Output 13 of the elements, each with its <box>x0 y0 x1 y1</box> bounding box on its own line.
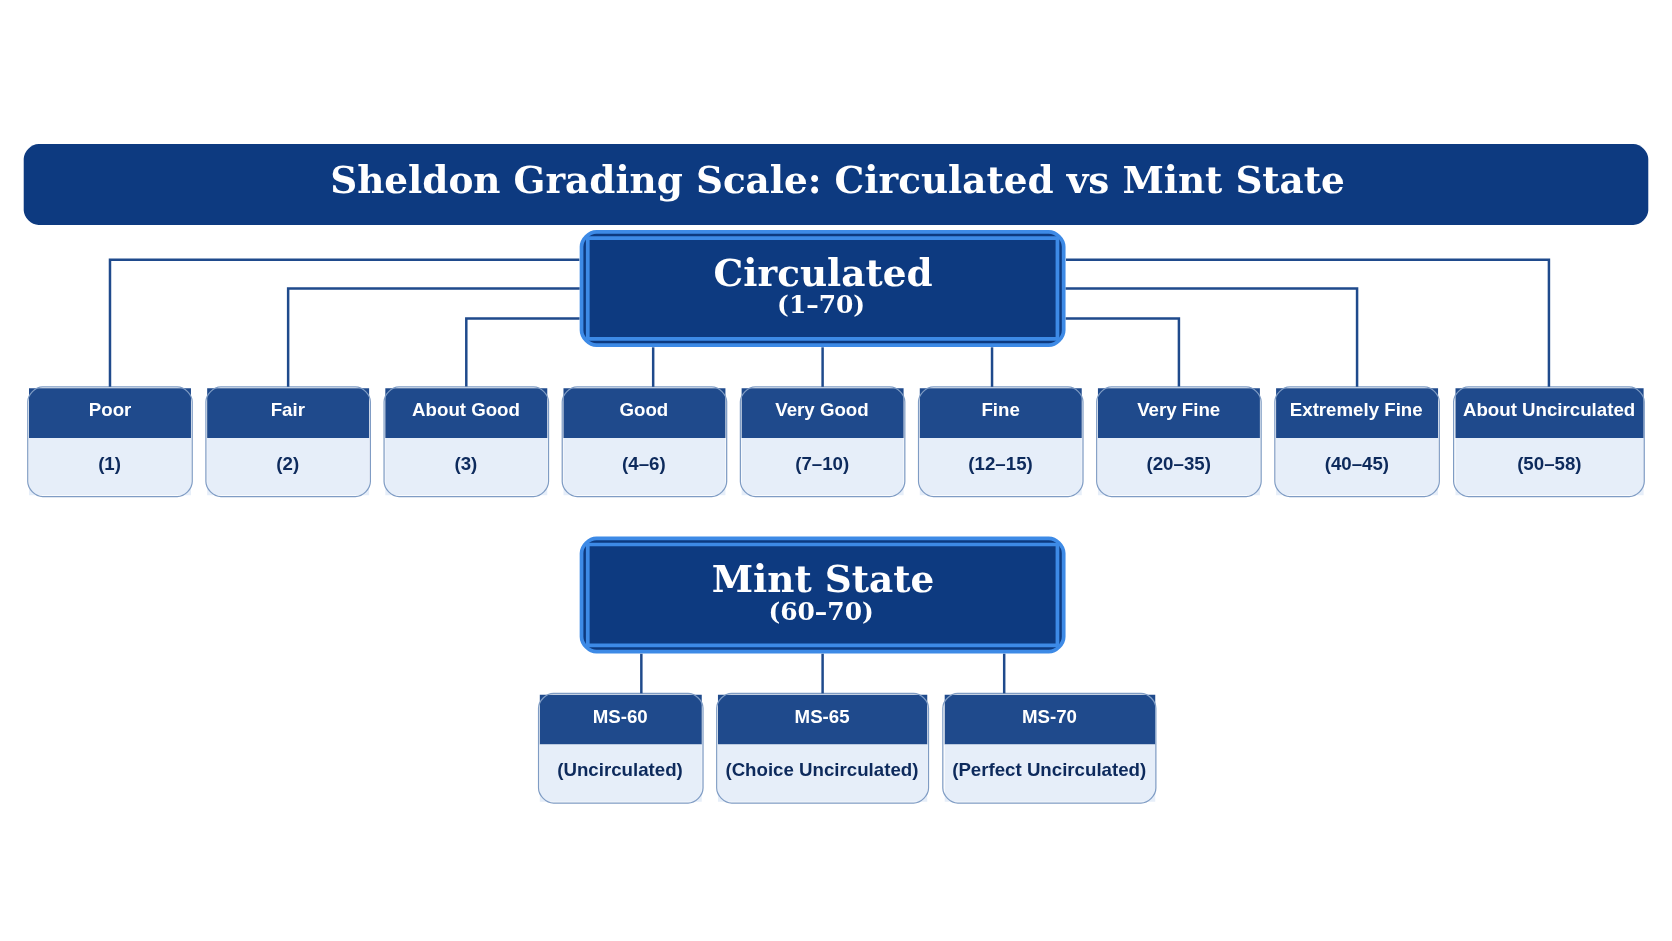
connector <box>108 258 580 387</box>
connector <box>990 346 994 387</box>
connector <box>821 653 824 693</box>
connector <box>465 316 580 387</box>
connector <box>651 346 655 387</box>
connector <box>1002 653 1006 693</box>
connector <box>1065 286 1359 387</box>
connector <box>1065 316 1181 387</box>
connector <box>1066 258 1551 387</box>
connector <box>640 653 643 693</box>
connector <box>286 286 580 387</box>
diagram-title: Sheldon Grading Scale: Circulated vs Mint State <box>330 157 1345 202</box>
connector <box>821 346 824 387</box>
